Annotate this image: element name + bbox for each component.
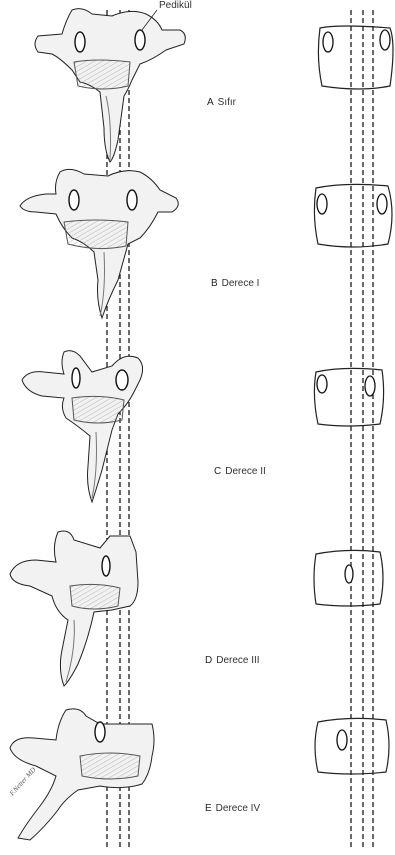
grade-label-e: E Derece IV: [205, 803, 260, 814]
vertebra-grade-d: [10, 531, 138, 686]
grade-label-d: D Derece III: [205, 655, 260, 666]
grade-letter: E: [205, 803, 212, 814]
grade-letter: B: [211, 278, 218, 289]
grade-letter: D: [205, 655, 212, 666]
outline-grade-e: [315, 718, 389, 774]
grade-name: Derece I: [222, 278, 260, 289]
outline-grade-a: [318, 26, 393, 89]
vertebra-grade-c: [22, 351, 143, 502]
pedicle-label: Pedikül: [159, 0, 192, 11]
grade-letter: A: [207, 97, 214, 108]
grade-name: Derece IV: [216, 803, 260, 814]
grade-name: Sıfır: [218, 97, 236, 108]
outline-grade-b: [314, 184, 392, 247]
grade-label-c: C Derece II: [214, 466, 266, 477]
grade-label-b: B Derece I: [211, 278, 259, 289]
vertebra-grade-a: [35, 9, 185, 162]
grade-label-a: A Sıfır: [207, 97, 236, 108]
grade-name: Derece III: [216, 655, 259, 666]
vertebra-grade-b: [20, 169, 178, 318]
right-reference-lines: [351, 10, 373, 850]
grade-name: Derece II: [225, 466, 266, 477]
grade-letter: C: [214, 466, 221, 477]
